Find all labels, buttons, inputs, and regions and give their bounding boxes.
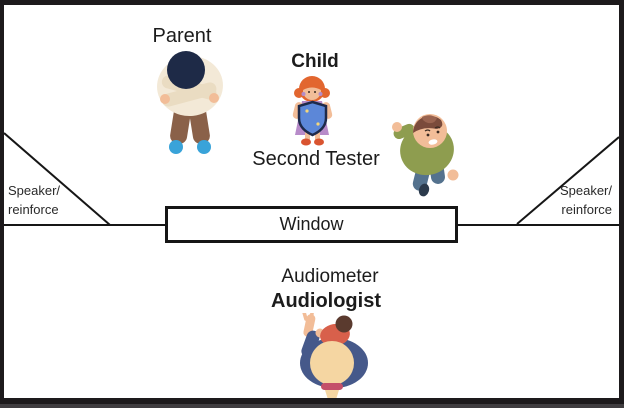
child-with-shield-illustration xyxy=(292,76,333,146)
audiometer-label: Audiometer xyxy=(281,266,379,287)
speaker-lines xyxy=(4,132,619,226)
parent-label: Parent xyxy=(152,25,212,47)
speaker-left-line2: reinforce xyxy=(8,202,59,217)
second-tester-top-view-illustration xyxy=(392,114,459,197)
speaker-right-line2: reinforce xyxy=(561,202,612,217)
speaker-reinforce-label-left: Speaker/ reinforce xyxy=(8,181,60,219)
child-label: Child xyxy=(291,51,339,72)
window-box: Window xyxy=(165,206,458,243)
second-tester-label: Second Tester xyxy=(252,148,380,170)
sound-booth-area: Window Parent Child Second Tester Audiom… xyxy=(4,5,619,398)
right-diagonal-line xyxy=(516,136,619,225)
bottom-edge-strip xyxy=(0,404,624,408)
left-diagonal-line xyxy=(4,132,111,226)
window-label: Window xyxy=(279,214,344,234)
speaker-left-line1: Speaker/ xyxy=(8,183,61,198)
audiologist-top-view-illustration xyxy=(300,313,368,398)
speaker-reinforce-label-right: Speaker/ reinforce xyxy=(560,181,612,219)
audiologist-label: Audiologist xyxy=(271,290,381,312)
parent-top-view-illustration xyxy=(157,51,223,154)
speaker-right-line1: Speaker/ xyxy=(559,183,612,198)
